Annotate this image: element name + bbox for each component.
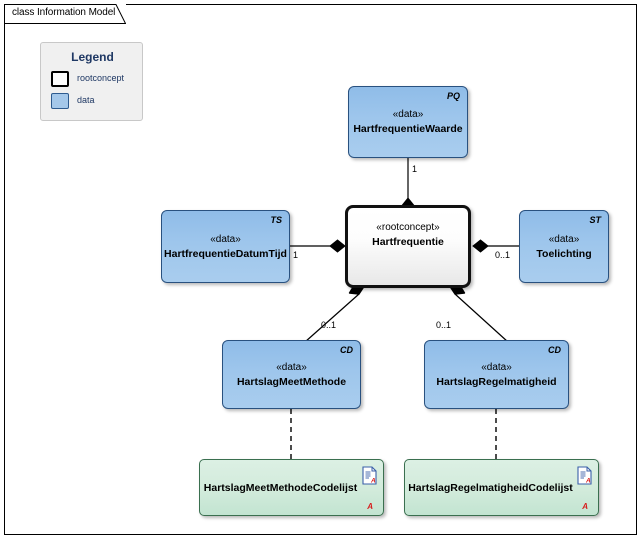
legend-swatch-rootconcept <box>51 71 69 87</box>
codelist-marker-regelmatigheid: A <box>582 502 588 511</box>
svg-text:A: A <box>585 478 591 485</box>
multiplicity-meetmethode: 0..1 <box>321 320 337 330</box>
multiplicity-datumtijd: 1 <box>293 250 299 260</box>
document-icon: A <box>577 466 592 485</box>
codelist-body-regelmatigheid: HartslagRegelmatigheidCodelijst <box>405 460 598 515</box>
multiplicity-toelichting: 0..1 <box>495 250 511 260</box>
class-tag-pq: PQ <box>446 91 460 101</box>
diagram-title-tab[interactable]: class Information Model <box>4 4 126 24</box>
class-stereotype-hartfrequentie: «rootconcept» <box>376 222 440 233</box>
legend-panel: Legend rootconcept data <box>40 42 143 121</box>
class-toelichting[interactable]: ST «data» Toelichting <box>519 210 609 283</box>
class-stereotype-hartslagmeetmethode: «data» <box>276 361 307 373</box>
class-hartfrequentiedatumtijd[interactable]: TS «data» HartfrequentieDatumTijd <box>161 210 290 283</box>
class-name-hartfrequentiedatumtijd: HartfrequentieDatumTijd <box>164 247 287 260</box>
class-body-hartfrequentiedatumtijd: «data» HartfrequentieDatumTijd <box>162 211 289 282</box>
class-name-toelichting: Toelichting <box>536 247 592 260</box>
title-tab-shape <box>4 4 126 24</box>
class-tag-st: ST <box>589 215 601 225</box>
legend-swatch-data <box>51 93 69 109</box>
class-stereotype-hartfrequentiedatumtijd: «data» <box>210 233 241 245</box>
class-name-hartslagmeetmethode: HartslagMeetMethode <box>236 375 347 388</box>
class-tag-cd-meetmethode: CD <box>340 345 353 355</box>
legend-label-data: data <box>77 95 95 105</box>
codelist-body-meetmethode: HartslagMeetMethodeCodelijst <box>200 460 383 515</box>
class-body-hartslagregelmatigheid: «data» HartslagRegelmatigheid <box>425 341 568 408</box>
legend-title: Legend <box>71 50 114 64</box>
class-hartslagmeetmethode[interactable]: CD «data» HartslagMeetMethode <box>222 340 361 409</box>
class-hartslagregelmatigheid[interactable]: CD «data» HartslagRegelmatigheid <box>424 340 569 409</box>
class-body-hartfrequentie: «rootconcept» Hartfrequentie <box>348 208 468 285</box>
class-stereotype-hartfrequentiewaarde: «data» <box>392 109 424 120</box>
document-icon: A <box>362 466 377 485</box>
class-body-hartfrequentiewaarde: «data» HartfrequentieWaarde <box>349 87 467 157</box>
codelist-name-regelmatigheid: HartslagRegelmatigheidCodelijst <box>408 481 573 494</box>
class-stereotype-hartslagregelmatigheid: «data» <box>481 361 512 373</box>
svg-text:A: A <box>370 478 376 485</box>
class-hartfrequentiewaarde[interactable]: PQ «data» HartfrequentieWaarde <box>348 86 468 158</box>
class-tag-cd-regelmatigheid: CD <box>548 345 561 355</box>
diagram-title-label: class Information Model <box>12 7 116 18</box>
class-name-hartslagregelmatigheid: HartslagRegelmatigheid <box>436 375 557 388</box>
class-body-hartslagmeetmethode: «data» HartslagMeetMethode <box>223 341 360 408</box>
class-stereotype-toelichting: «data» <box>548 233 580 245</box>
codelist-hartslagregelmatigheidcodelijst[interactable]: HartslagRegelmatigheidCodelijst A A <box>404 459 599 516</box>
class-body-toelichting: «data» Toelichting <box>520 211 608 282</box>
codelist-marker-meetmethode: A <box>367 502 373 511</box>
multiplicity-regelmatigheid: 0..1 <box>436 320 452 330</box>
class-hartfrequentie[interactable]: «rootconcept» Hartfrequentie <box>345 205 471 288</box>
multiplicity-waarde: 1 <box>412 164 418 174</box>
codelist-hartslagmeetmethodecodelijst[interactable]: HartslagMeetMethodeCodelijst A A <box>199 459 384 516</box>
legend-label-rootconcept: rootconcept <box>77 73 125 83</box>
class-name-hartfrequentie: Hartfrequentie <box>372 236 444 248</box>
class-tag-ts: TS <box>270 215 282 225</box>
codelist-name-meetmethode: HartslagMeetMethodeCodelijst <box>203 481 358 494</box>
class-name-hartfrequentiewaarde: HartfrequentieWaarde <box>353 123 463 135</box>
